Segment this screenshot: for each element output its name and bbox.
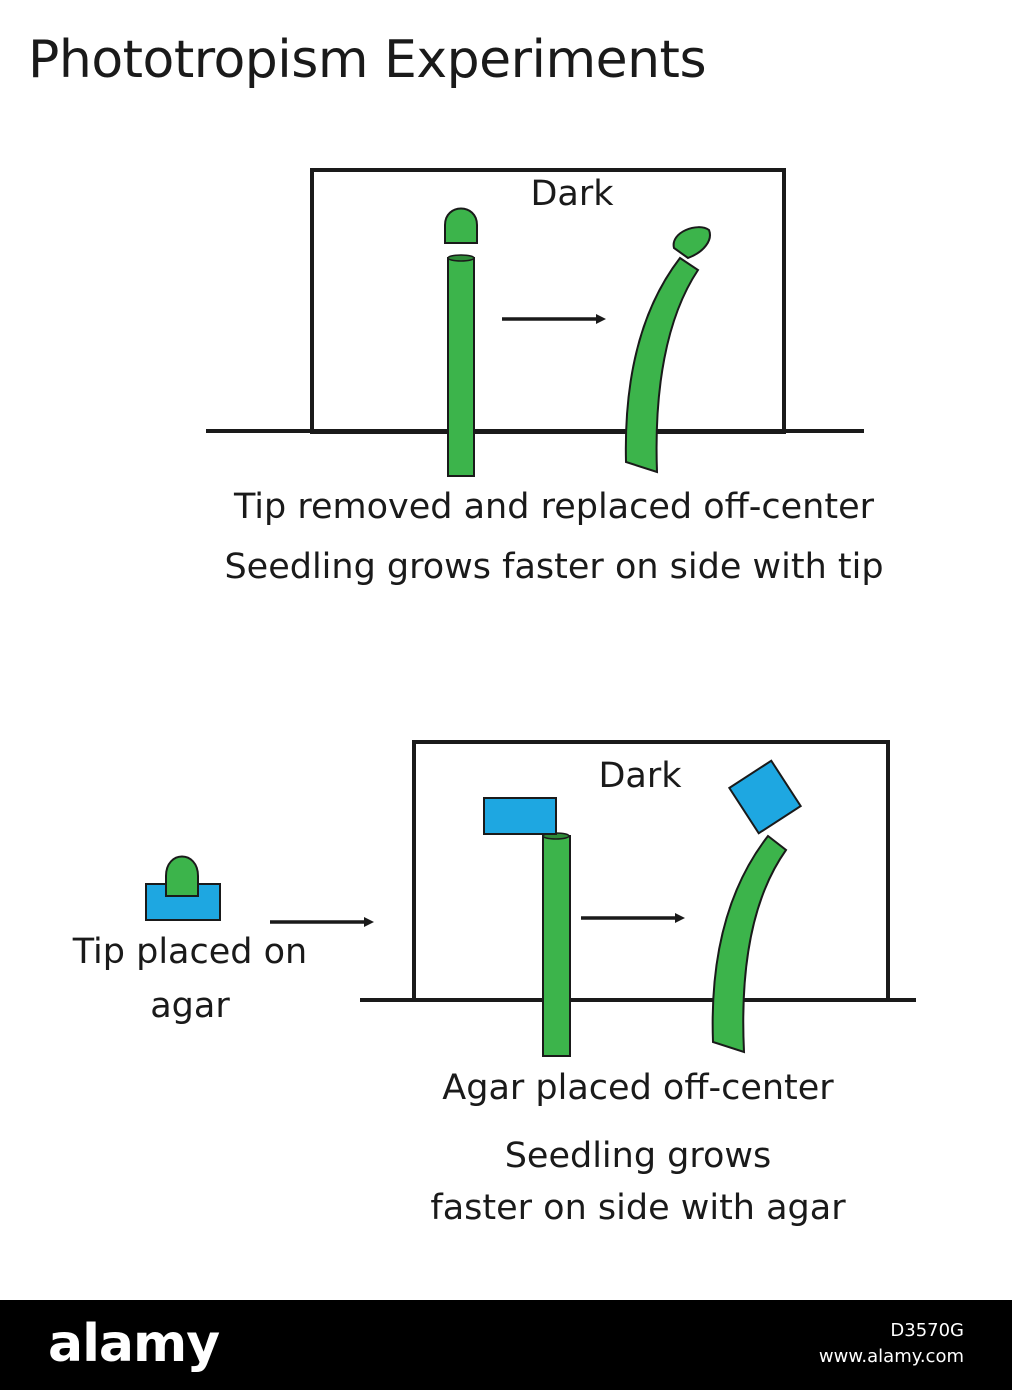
seedling-bent-1: [624, 256, 700, 474]
agar-block-tilted: [727, 759, 803, 835]
caption-2-line2: Seedling grows: [504, 1136, 772, 1176]
watermark-footer: alamy D3570G www.alamy.com: [0, 1300, 1012, 1390]
footer-image-id: D3570G: [890, 1320, 964, 1341]
seedling-bent-2: [711, 834, 788, 1054]
caption-1-line2: Seedling grows faster on side with tip: [224, 547, 884, 587]
experiment2: [145, 740, 916, 1057]
caption-2-line3: faster on side with agar: [430, 1188, 846, 1228]
experiment1: [206, 168, 864, 477]
caption-2-line1: Agar placed off-center: [442, 1068, 834, 1108]
left-label-line2: agar: [150, 986, 230, 1026]
footer-url: www.alamy.com: [818, 1346, 964, 1367]
page-title: Phototropism Experiments: [28, 30, 707, 90]
seedling-stem-straight-2: [542, 835, 571, 1057]
seedling-stem-straight-1: [447, 257, 475, 477]
removed-tip-1: [444, 207, 478, 244]
dark-label-1: Dark: [530, 174, 614, 214]
dark-label-2: Dark: [598, 756, 682, 796]
seedling-stem-top-1: [447, 254, 475, 262]
agar-block-offcenter: [483, 797, 557, 835]
replaced-tip-1: [672, 226, 711, 260]
tip-on-agar: [165, 855, 199, 897]
left-label-line1: Tip placed on: [72, 932, 308, 972]
footer-logo: alamy: [48, 1314, 220, 1374]
caption-1-line1: Tip removed and replaced off-center: [233, 487, 874, 527]
diagram-canvas: [145, 168, 916, 1057]
